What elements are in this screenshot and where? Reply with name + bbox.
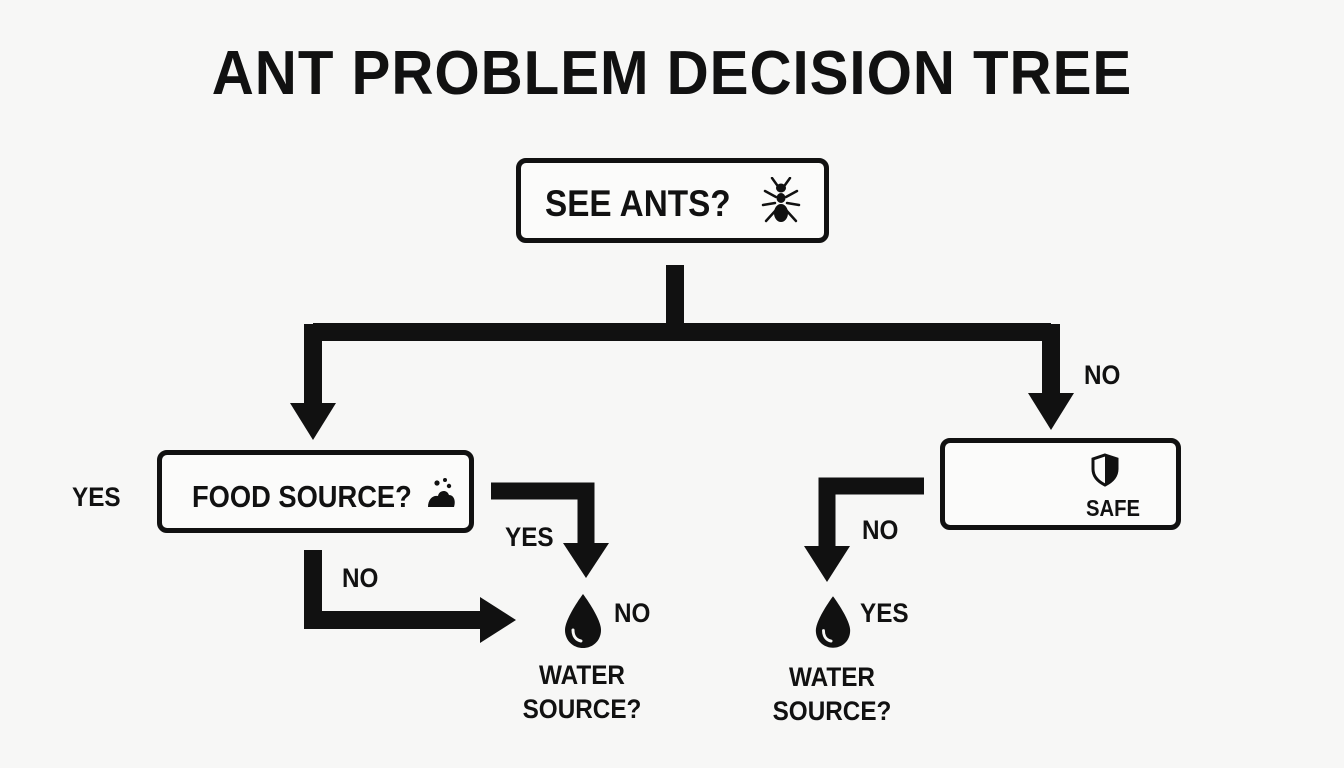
- arrowhead-to-safe: [1028, 393, 1074, 430]
- water-source-right-line2: SOURCE?: [772, 696, 892, 726]
- connector-food-no: [304, 550, 482, 629]
- node-food-source-label: FOOD SOURCE?: [192, 479, 412, 514]
- node-see-ants-label: SEE ANTS?: [545, 183, 731, 224]
- water-source-left-line1: WATER: [539, 660, 625, 690]
- node-food-source: FOOD SOURCE?: [157, 450, 474, 533]
- arrowhead-safe-no: [804, 546, 850, 582]
- edge-label-root-no: NO: [1084, 360, 1121, 390]
- node-see-ants: SEE ANTS?: [516, 158, 829, 243]
- edge-label-safe-no: NO: [862, 515, 899, 545]
- water-source-left-line2: SOURCE?: [522, 694, 642, 724]
- edge-label-water-right-yes: YES: [860, 598, 909, 628]
- edge-label-food-yes-outer: YES: [72, 482, 121, 512]
- node-safe: SAFE: [940, 438, 1181, 530]
- connector-safe-no: [818, 477, 924, 548]
- shield-icon: [1090, 453, 1120, 492]
- water-drop-icon: [562, 592, 604, 655]
- arrowhead-food-yes: [563, 543, 609, 578]
- connector-food-yes: [491, 482, 595, 545]
- arrowhead-to-food: [290, 403, 336, 440]
- food-crumbs-icon: [425, 477, 457, 516]
- water-source-right-line1: WATER: [789, 662, 875, 692]
- water-source-right-label: WATER SOURCE?: [769, 660, 895, 728]
- water-source-left-label: WATER SOURCE?: [519, 658, 645, 726]
- edge-label-food-no: NO: [342, 563, 379, 593]
- water-drop-icon: [813, 594, 853, 655]
- arrowhead-food-no: [480, 597, 516, 643]
- ant-icon: [759, 176, 803, 232]
- edge-label-water-left-no: NO: [614, 598, 651, 628]
- diagram-title: ANT PROBLEM DECISION TREE: [211, 39, 1133, 108]
- edge-label-food-yes: YES: [505, 522, 554, 552]
- node-safe-label: SAFE: [1086, 495, 1140, 521]
